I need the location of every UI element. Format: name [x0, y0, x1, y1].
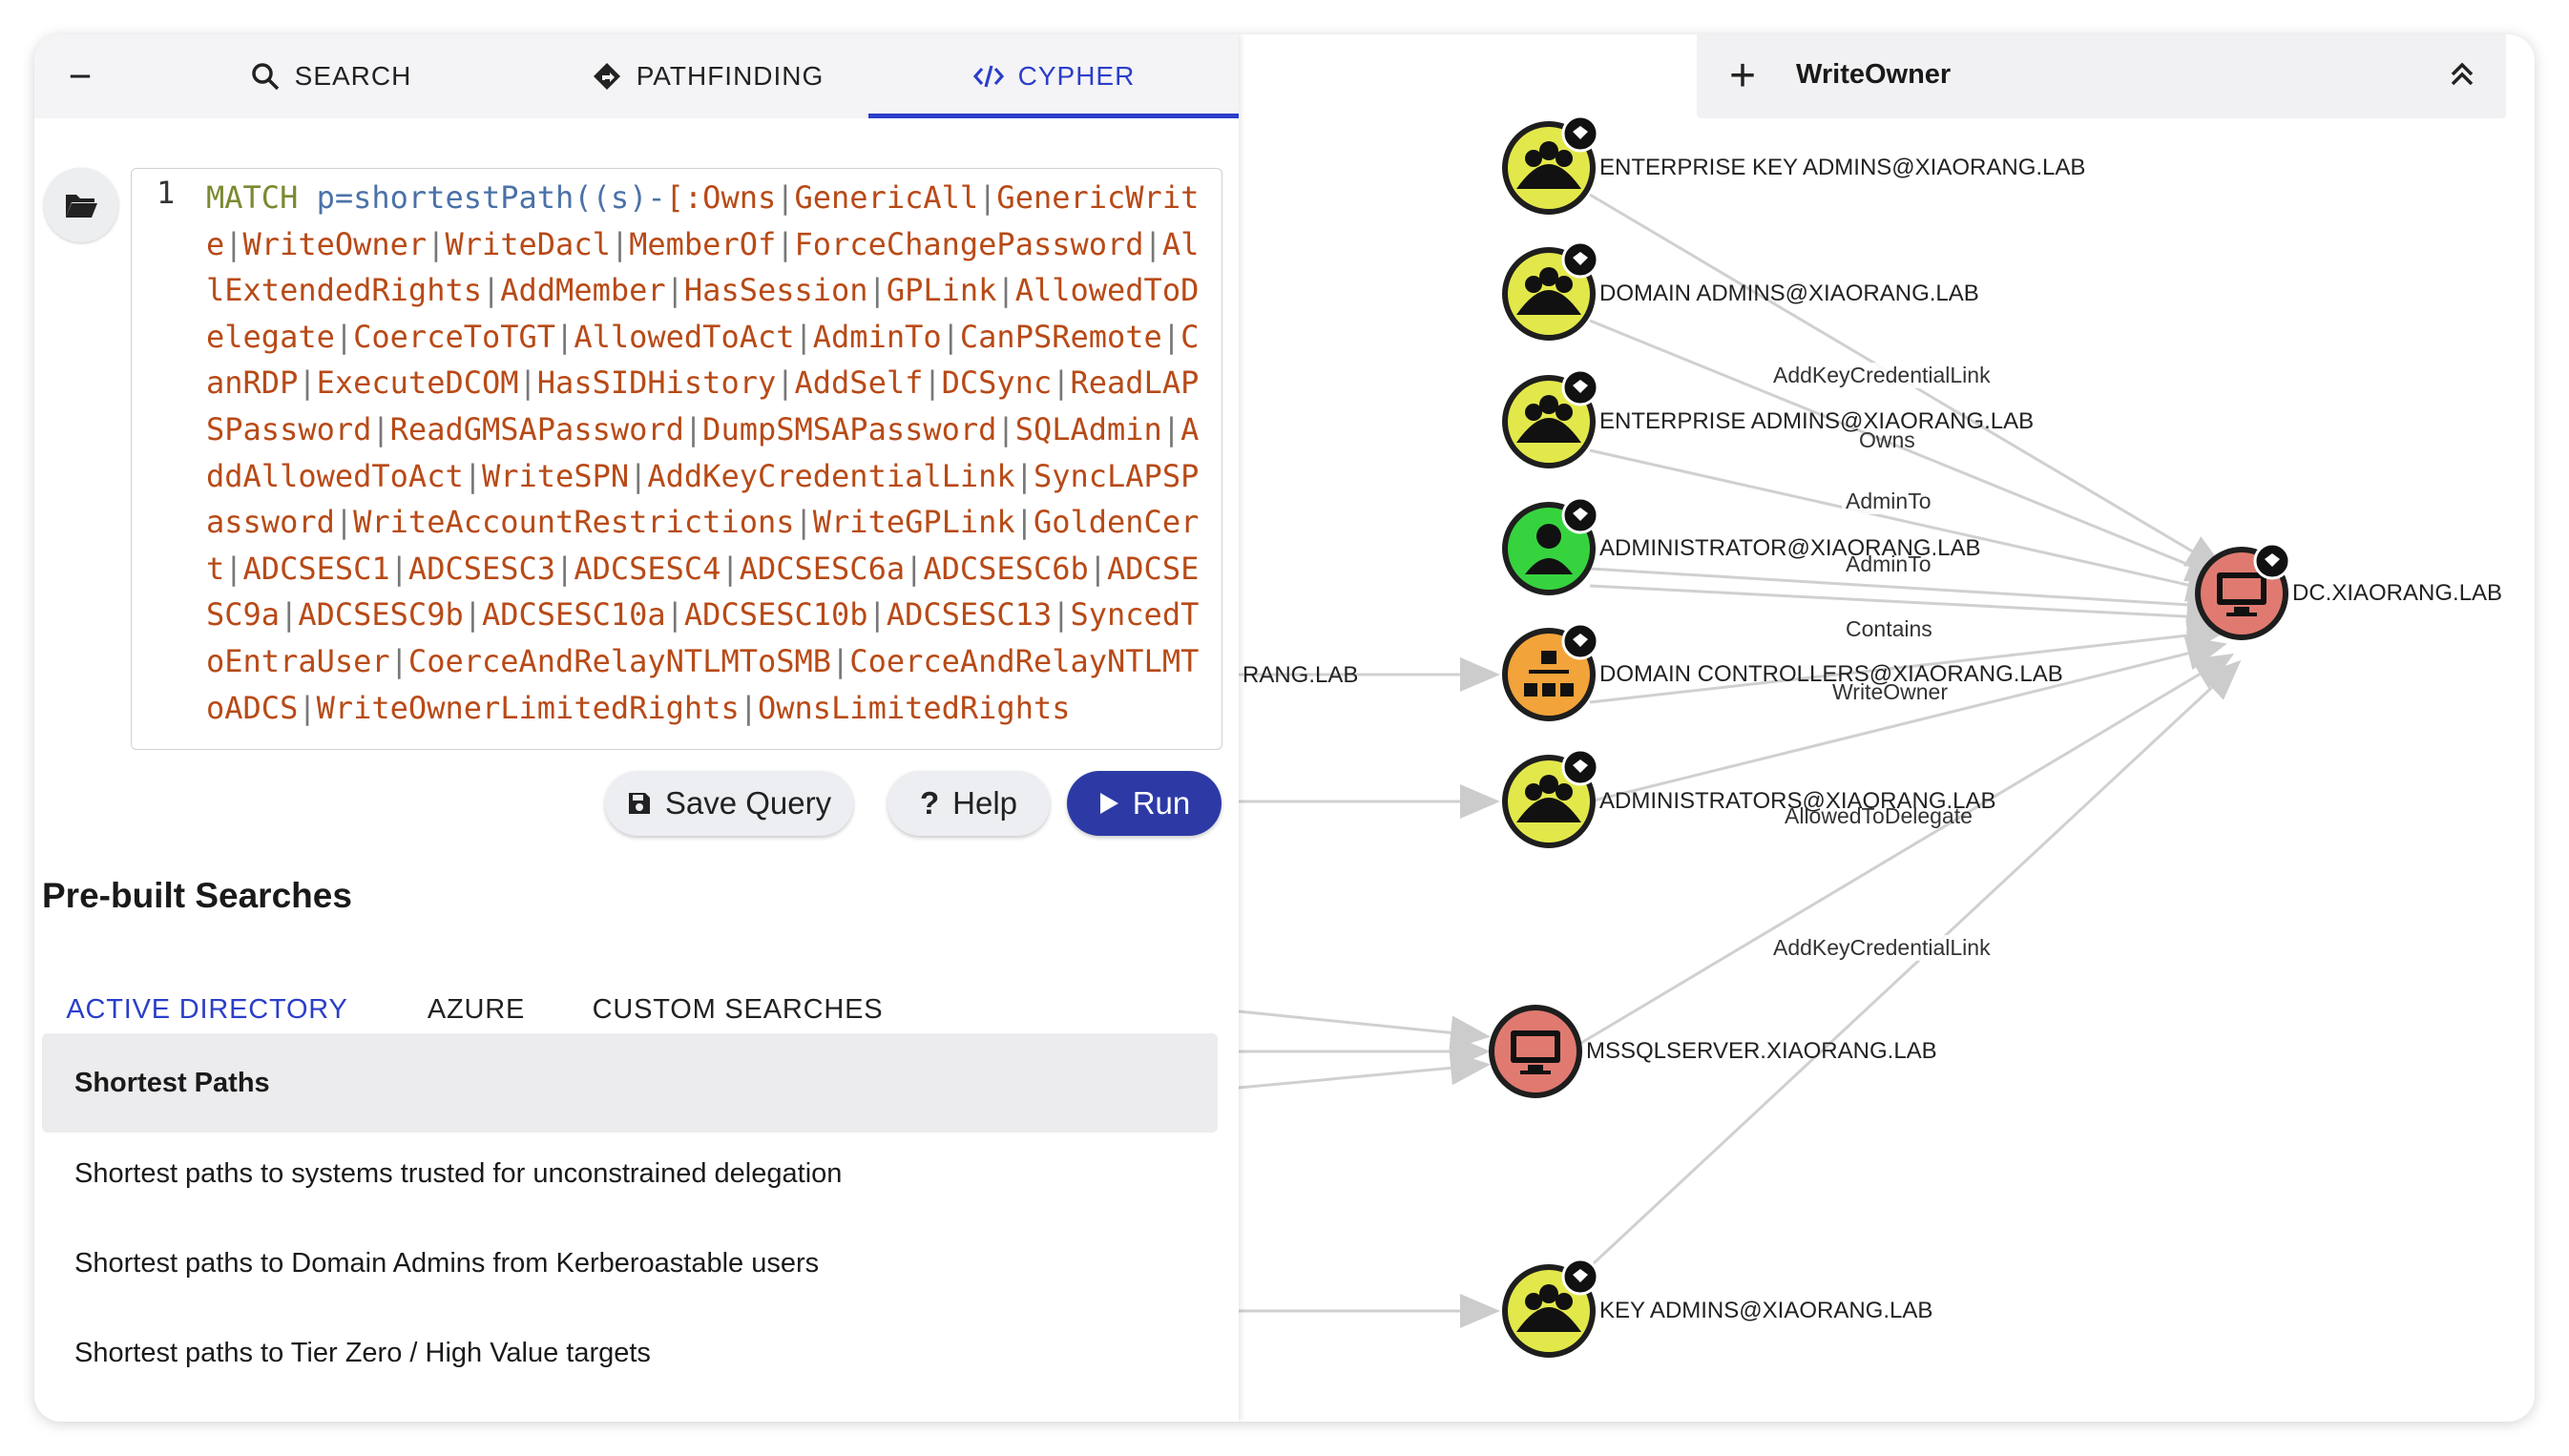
- section-shortest-paths[interactable]: Shortest Paths: [42, 1033, 1218, 1133]
- help-button[interactable]: ? Help: [888, 771, 1050, 836]
- edge-label: AddKeyCredentialLink: [1769, 935, 1995, 961]
- prebuilt-query-item[interactable]: Shortest paths to Domain Admins from Ker…: [74, 1248, 820, 1279]
- edge-ea-dc: [1589, 448, 2227, 602]
- tab-cypher-label: CYPHER: [1017, 61, 1136, 91]
- edge-label: AdminTo: [1846, 551, 1932, 576]
- save-query-button[interactable]: Save Query: [605, 771, 853, 836]
- node-mssqlserver[interactable]: [1489, 1005, 1582, 1098]
- edge-label: AddKeyCredentialLink: [1769, 363, 1995, 388]
- folder-open-icon: [66, 195, 97, 218]
- save-query-label: Save Query: [664, 785, 832, 821]
- node-label: ADMINISTRATORS@XIAORANG.LAB: [1599, 788, 1996, 814]
- prebuilt-query-item[interactable]: Shortest paths to Tier Zero / High Value…: [74, 1338, 651, 1368]
- edge-in-mssql-3: [1238, 1050, 1491, 1090]
- expand-plus-icon[interactable]: +: [1729, 51, 1757, 101]
- code-keyword: MATCH: [206, 179, 299, 216]
- node-label: DOMAIN CONTROLLERS@XIAORANG.LAB: [1599, 661, 2063, 687]
- bloodhound-window: ENTERPRISE KEY ADMINS@XIAORANG.LAB DOMAI…: [34, 34, 2535, 1422]
- editor-gutter: 1: [132, 169, 198, 749]
- edge-mssql-dc: [1576, 653, 2235, 1048]
- node-label: KEY ADMINS@XIAORANG.LAB: [1599, 1298, 1933, 1323]
- tab-search[interactable]: SEARCH: [178, 34, 483, 118]
- node-domain-admins[interactable]: [1502, 240, 1599, 341]
- node-dc[interactable]: [2195, 542, 2291, 640]
- prebuilt-query-item[interactable]: Shortest paths to systems trusted for un…: [74, 1158, 843, 1189]
- tab-pathfinding-label: PATHFINDING: [636, 61, 825, 91]
- node-label: DOMAIN ADMINS@XIAORANG.LAB: [1599, 281, 1979, 306]
- collapse-panel-icon[interactable]: −: [68, 53, 93, 98]
- search-icon: [251, 63, 279, 91]
- panel-tabbar: − SEARCH PATHFINDING CYPHER: [34, 34, 1239, 118]
- tab-pathfinding[interactable]: PATHFINDING: [540, 34, 874, 118]
- active-tab-underline: [868, 114, 1239, 118]
- node-label: MSSQLSERVER.XIAORANG.LAB: [1586, 1038, 1937, 1064]
- edge-da-dc: [1589, 319, 2227, 582]
- edge-label: AllowedToDelegate: [1785, 803, 1973, 828]
- tab-cypher[interactable]: CYPHER: [868, 34, 1239, 118]
- run-button[interactable]: Run: [1067, 771, 1222, 836]
- edge-label: Contains: [1842, 616, 1936, 642]
- tab-custom-searches-label: CUSTOM SEARCHES: [592, 993, 884, 1025]
- collapse-chevron-icon[interactable]: [2443, 53, 2481, 96]
- tab-search-label: SEARCH: [294, 61, 412, 91]
- tab-active-directory[interactable]: ACTIVE DIRECTORY: [42, 979, 372, 1046]
- edge-admin-dc-2: [1589, 584, 2227, 634]
- node-enterprise-key-admins[interactable]: [1502, 114, 1599, 215]
- node-key-admins[interactable]: [1502, 1258, 1599, 1358]
- cypher-editor[interactable]: 1 MATCH p=shortestPath((s)-[:Owns|Generi…: [131, 168, 1222, 750]
- directions-icon: [593, 63, 620, 90]
- edge-label: AdminTo: [1842, 489, 1935, 514]
- saved-queries-button[interactable]: [44, 168, 118, 242]
- edge-in-mssql-1: [1238, 1009, 1491, 1050]
- node-label: DC.XIAORANG.LAB: [2292, 580, 2503, 606]
- graph-canvas[interactable]: ENTERPRISE KEY ADMINS@XIAORANG.LAB DOMAI…: [34, 34, 2535, 1422]
- edge-label: Owns: [1859, 427, 1915, 452]
- tab-active-directory-label: ACTIVE DIRECTORY: [66, 993, 348, 1025]
- help-icon: ?: [919, 785, 940, 821]
- edge-info-card: + WriteOwner: [1697, 34, 2506, 118]
- node-domain-controllers[interactable]: [1502, 622, 1599, 721]
- node-administrator[interactable]: [1502, 496, 1599, 595]
- code-icon: [972, 65, 1004, 88]
- tab-custom-searches[interactable]: CUSTOM SEARCHES: [580, 979, 895, 1040]
- tab-azure-label: AZURE: [427, 993, 526, 1025]
- section-title: Shortest Paths: [74, 1067, 270, 1098]
- edge-label: WriteOwner: [1832, 679, 1948, 704]
- explore-panel: − SEARCH PATHFINDING CYPHER 1 MATCH p=: [34, 34, 1239, 1422]
- play-icon: [1099, 793, 1118, 814]
- node-label: ENTERPRISE ADMINS@XIAORANG.LAB: [1599, 408, 2035, 434]
- code-relationships: [:Owns|GenericAll|GenericWrite|WriteOwne…: [206, 179, 1200, 726]
- run-label: Run: [1132, 785, 1191, 821]
- cypher-code[interactable]: MATCH p=shortestPath((s)-[:Owns|GenericA…: [206, 175, 1216, 731]
- code-function: p=shortestPath((s)-: [298, 179, 666, 216]
- edge-admins-dc: [1589, 636, 2227, 803]
- help-label: Help: [952, 785, 1018, 821]
- edge-card-title: WriteOwner: [1796, 59, 1952, 90]
- node-enterprise-admins[interactable]: [1502, 368, 1599, 468]
- node-label: ENTERPRISE KEY ADMINS@XIAORANG.LAB: [1599, 155, 2086, 180]
- prebuilt-searches-title: Pre-built Searches: [42, 876, 352, 915]
- node-label: RANG.LAB: [1243, 662, 1359, 688]
- graph-svg[interactable]: [34, 34, 2535, 1422]
- edge-admin-dc-1: [1589, 567, 2227, 622]
- node-label: ADMINISTRATOR@XIAORANG.LAB: [1599, 535, 1981, 561]
- save-icon: [628, 793, 650, 814]
- line-number: 1: [157, 175, 176, 211]
- tab-azure[interactable]: AZURE: [414, 979, 538, 1040]
- node-administrators[interactable]: [1502, 748, 1599, 848]
- edge-dcs-dc: [1589, 618, 2227, 704]
- edge-ka-dc: [1592, 659, 2242, 1265]
